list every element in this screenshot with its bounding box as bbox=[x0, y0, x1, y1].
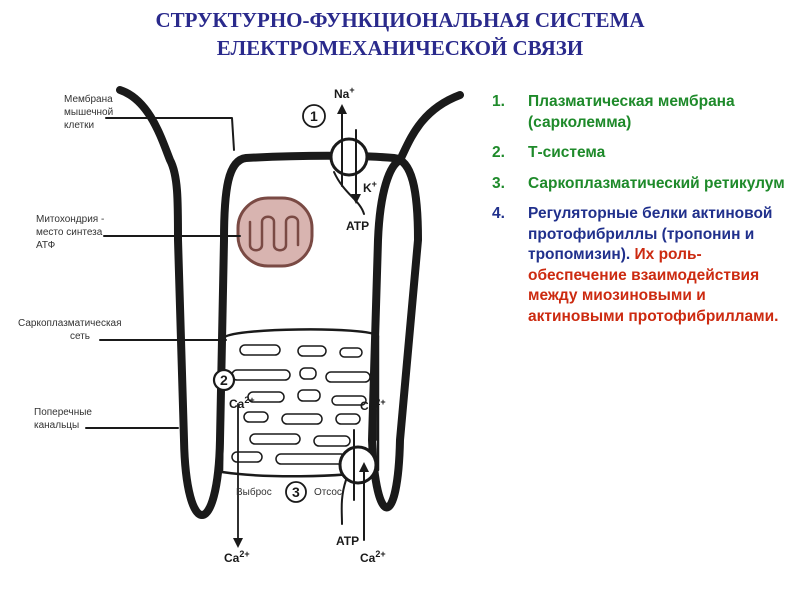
mito-label-3: АТФ bbox=[36, 240, 56, 251]
sarcolemma-outline bbox=[116, 86, 464, 519]
marker-two-circle bbox=[212, 368, 236, 392]
atp-label-1: ATP bbox=[346, 219, 369, 233]
list-text: Саркоплазматический ретикулум bbox=[528, 174, 785, 192]
list-text: Т-система bbox=[528, 144, 606, 161]
list-text-highlight: Их роль-обеспечение взаимодействия между… bbox=[528, 246, 779, 325]
title-line-2: ЕЛЕКТРОМЕХАНИЧЕСКОЙ СВЯЗИ bbox=[216, 36, 584, 60]
mito-label-2: место синтеза bbox=[36, 227, 103, 238]
na-arrowhead bbox=[337, 104, 347, 114]
slide-title: СТРУКТУРНО-ФУНКЦИОНАЛЬНАЯ СИСТЕМА ЕЛЕКТР… bbox=[0, 6, 800, 62]
ca-bottom-right-label: Ca2+ bbox=[360, 549, 386, 565]
title-line-1: СТРУКТУРНО-ФУНКЦИОНАЛЬНАЯ СИСТЕМА bbox=[155, 8, 645, 32]
membrane-label-2: мышечной bbox=[64, 107, 113, 118]
marker-three: 3 bbox=[292, 484, 300, 500]
mitochondrion bbox=[236, 196, 314, 268]
reuptake-label: Отсос bbox=[314, 487, 342, 498]
list-number: 1. bbox=[492, 93, 505, 110]
ca-pump bbox=[338, 445, 378, 485]
sr-label-2: сеть bbox=[70, 331, 90, 342]
na-ion-label: Na+ bbox=[334, 85, 355, 101]
marker-two: 2 bbox=[220, 372, 228, 388]
release-label: Выброс bbox=[236, 486, 272, 498]
list-number: 2. bbox=[492, 144, 505, 161]
mito-label-1: Митохондрия - bbox=[36, 214, 104, 225]
membrane-label-1: Мембрана bbox=[64, 93, 113, 105]
atp-label-2: ATP bbox=[336, 534, 359, 548]
sarcoplasmic-reticulum bbox=[220, 328, 380, 478]
list-number: 4. bbox=[492, 205, 505, 222]
list-item: 2. Т-система bbox=[492, 143, 792, 164]
marker-one-circle bbox=[302, 104, 326, 128]
k-ion-label: K+ bbox=[363, 179, 377, 195]
list-number: 3. bbox=[492, 174, 505, 192]
list-text: Регуляторные белки актиновой протофибрил… bbox=[528, 205, 773, 263]
ca-right-label: Ca2+ bbox=[360, 397, 386, 413]
ttub-label-1: Поперечные bbox=[34, 407, 92, 418]
na-k-pump bbox=[329, 137, 369, 177]
leader-lines bbox=[85, 117, 241, 429]
ca-up-arrowhead bbox=[359, 462, 369, 472]
muscle-cell-diagram: Мембрана мышечной клетки Митохондрия - м… bbox=[18, 85, 464, 565]
membrane-label-3: клетки bbox=[64, 120, 94, 131]
atp-arrow-1 bbox=[333, 171, 365, 215]
list-text: Плазматическая мембрана (сарколемма) bbox=[528, 93, 735, 131]
marker-one: 1 bbox=[310, 108, 318, 124]
marker-three-circle bbox=[285, 481, 307, 503]
sr-label-1: Саркоплазматическая bbox=[18, 318, 122, 329]
ttub-label-2: канальцы bbox=[34, 420, 79, 431]
list-item: 3. Саркоплазматический ретикулум bbox=[492, 174, 792, 195]
component-list: 1. Плазматическая мембрана (сарколемма) … bbox=[492, 92, 792, 337]
ca-sr-label: Ca2+ bbox=[229, 395, 255, 411]
list-item: 4. Регуляторные белки актиновой протофиб… bbox=[492, 204, 792, 327]
ca-bottom-left-label: Ca2+ bbox=[224, 549, 250, 565]
atp-arrow-2 bbox=[340, 479, 347, 525]
release-arrowhead bbox=[233, 538, 243, 548]
list-item: 1. Плазматическая мембрана (сарколемма) bbox=[492, 92, 792, 133]
k-arrowhead bbox=[351, 194, 361, 204]
